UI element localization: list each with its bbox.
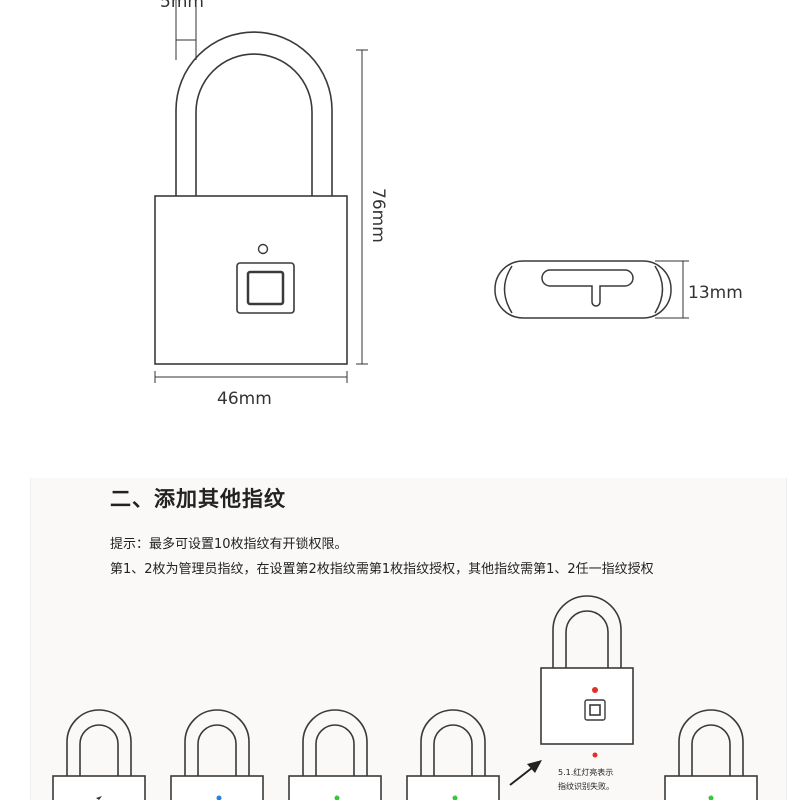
led-green-3 [708, 795, 714, 800]
padlock-front-view [154, 31, 348, 365]
padlock-small-3 [288, 709, 382, 800]
annotation-line1: 5.1.红灯亮表示 [558, 767, 613, 777]
tip-line-2: 第1、2枚为管理员指纹，在设置第2枚指纹需第1枚指纹授权，其他指纹需第1、2任一… [110, 562, 654, 577]
tip-line-1: 提示：最多可设置10枚指纹有开锁权限。 [110, 537, 348, 552]
padlock-shackle [175, 31, 333, 196]
led-green-1 [334, 795, 340, 800]
shackle-width-label: 5mm [160, 0, 204, 12]
section-title: 二、添加其他指纹 [110, 487, 286, 511]
padlock-failure-example [540, 595, 634, 745]
padlock-body [154, 195, 348, 365]
led-green-2 [452, 795, 458, 800]
padlock-top-view [494, 260, 672, 319]
padlock-small-1 [52, 709, 146, 800]
led-red-2 [592, 752, 598, 758]
height-label: 76mm [368, 188, 388, 243]
arrow-icon [509, 760, 542, 786]
padlock-row [52, 595, 758, 800]
instruction-panel [30, 478, 787, 800]
padlock-small-2 [170, 709, 264, 800]
annotation-line2: 指纹识别失败。 [558, 781, 614, 791]
fingerprint-sensor [236, 262, 295, 314]
padlock-small-4 [406, 709, 500, 800]
width-label: 46mm [217, 389, 272, 409]
led-blue [216, 795, 222, 800]
dimension-lines [154, 0, 689, 383]
led-indicator [257, 243, 269, 255]
led-white-1 [96, 796, 102, 800]
thickness-label: 13mm [688, 283, 743, 303]
padlock-small-6 [664, 709, 758, 800]
led-red-1 [592, 687, 598, 693]
